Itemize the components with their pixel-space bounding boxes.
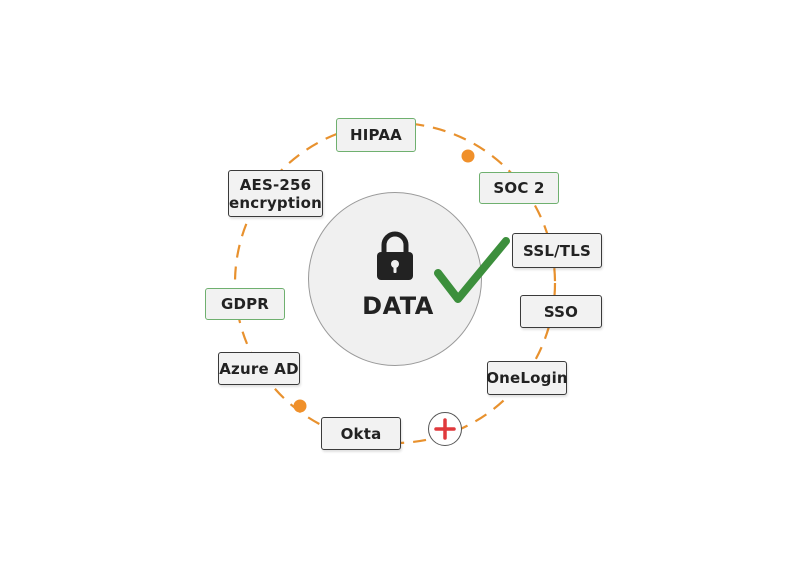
lock-icon (377, 231, 413, 280)
plus-icon (434, 418, 456, 440)
onelogin-label: OneLogin (486, 369, 568, 387)
orange-dot-icon (293, 399, 307, 413)
ssl-tls-label: SSL/TLS (523, 241, 591, 260)
aes-256-node: AES-256 encryption (228, 170, 323, 217)
azure-ad-node: Azure AD (218, 352, 300, 385)
soc2-node: SOC 2 (479, 172, 559, 204)
gdpr-label: GDPR (220, 295, 270, 313)
azure-ad-label: Azure AD (219, 359, 299, 378)
okta-node: Okta (321, 417, 401, 450)
orange-dot-icon (461, 149, 475, 163)
hipaa-label: HIPAA (350, 126, 402, 144)
plus-badge (428, 412, 462, 446)
onelogin-node: OneLogin (486, 361, 568, 395)
gdpr-node: GDPR (205, 288, 285, 320)
sso-node: SSO (520, 295, 602, 328)
sso-label: SSO (543, 302, 579, 321)
data-label: DATA (362, 292, 434, 320)
aes-label-line2: encryption (229, 193, 322, 212)
hipaa-node: HIPAA (336, 118, 416, 152)
ssl-tls-node: SSL/TLS (512, 233, 602, 268)
aes-label-line1: AES-256 (239, 175, 312, 194)
soc2-label: SOC 2 (493, 179, 545, 197)
checkmark-icon (434, 237, 510, 303)
okta-label: Okta (340, 424, 382, 443)
